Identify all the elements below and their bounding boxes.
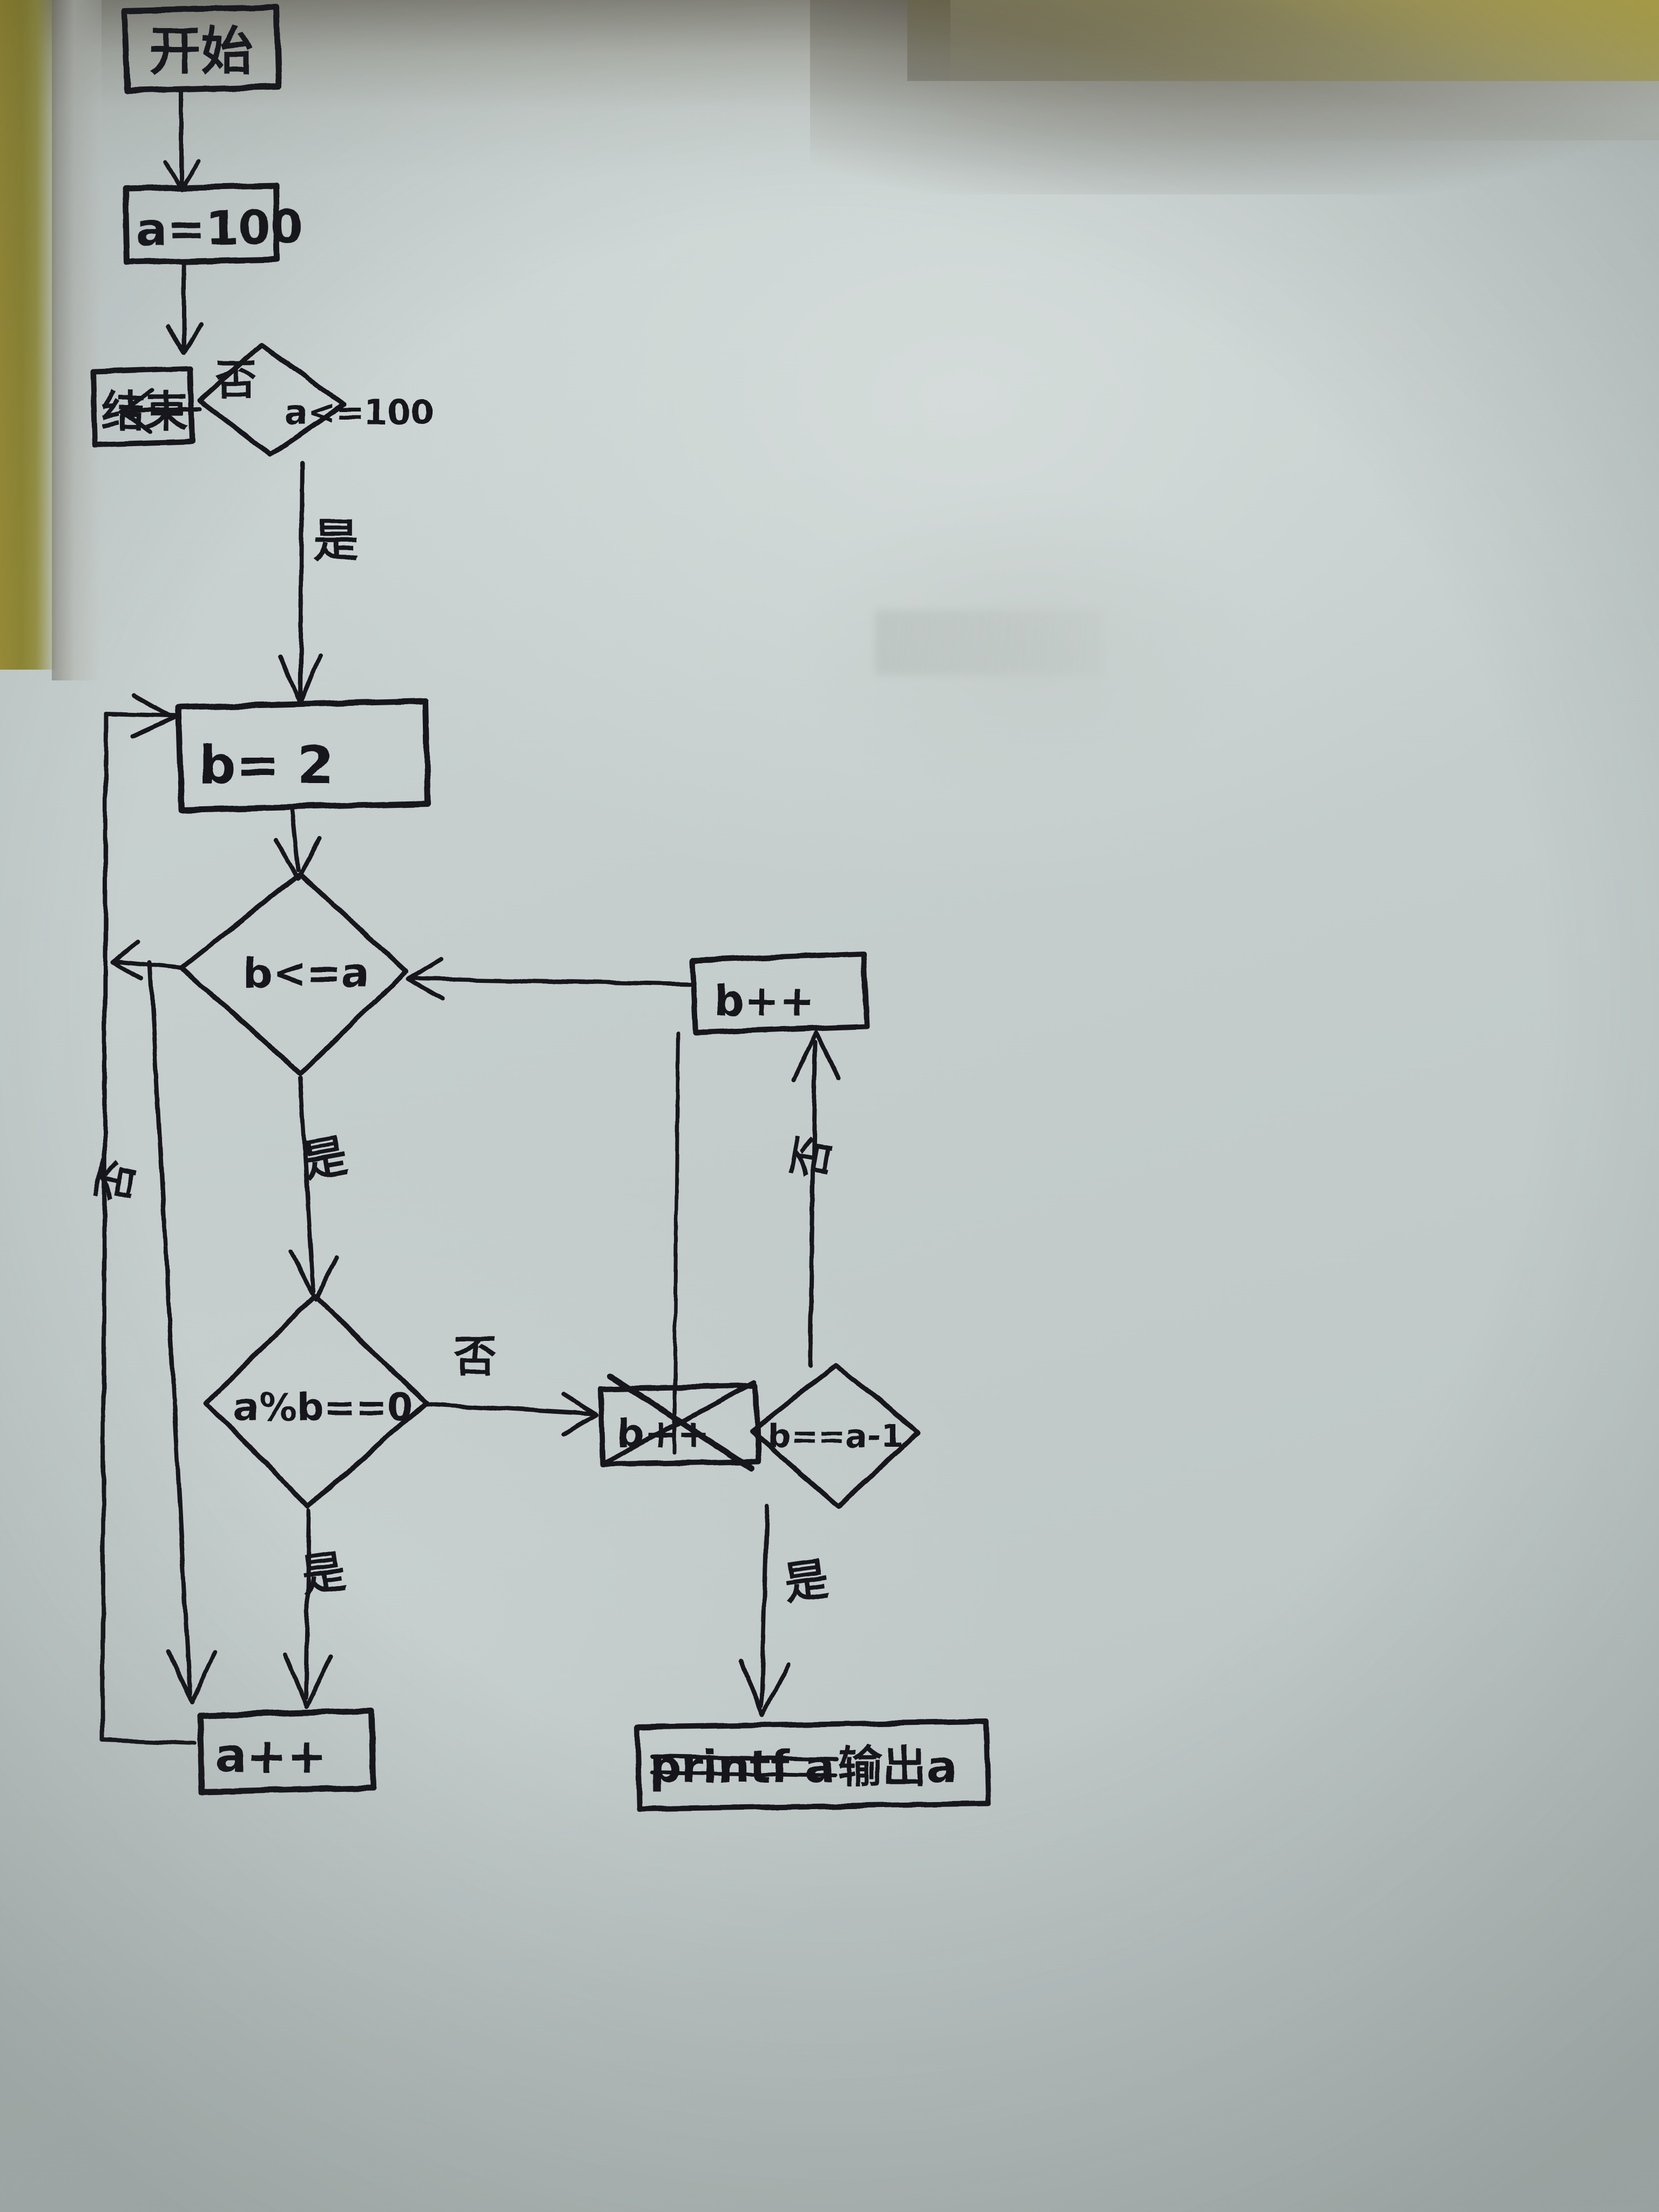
show-through-text [875,610,1102,675]
edge-ainit-to-acond [165,260,203,354]
edge-label-no-3: 否 [784,1132,839,1182]
node-bcond-label: b<=a [243,949,369,997]
strikethrough-bincx [601,1373,758,1471]
ink-text-layer: 开始 a=100 a<=100 结束 b= 2 b<=a b++ a%b==0 … [88,21,957,1793]
node-binit-shape [175,698,431,813]
edge-label-no-2: 否 [88,1155,144,1206]
node-modcond-label: a%b==0 [233,1385,414,1429]
edge-label-yes-3: 是 [298,1546,349,1602]
edge-label-no-1: 否 [215,356,257,404]
node-end-shape [90,366,195,448]
node-binc-top-shape [690,951,870,1035]
edge-binit-to-bcond [273,808,322,880]
page-left-edge [52,0,102,680]
edge-modcond-no-to-bincx [424,1392,598,1437]
node-ainc-label: a++ [215,1728,327,1784]
paper-sheen [783,486,1269,810]
node-bincx-label: b++ [617,1411,710,1456]
node-bacond-shape [749,1363,921,1509]
edge-bcond-yes-to-modcond [288,1076,339,1301]
node-binc-top-label: b++ [714,977,815,1026]
edge-modcond-yes-to-ainc [283,1509,333,1709]
node-print-label: 输出a [838,1742,956,1793]
node-bcond-shape [179,871,409,1076]
node-acond-label: a<=100 [285,393,434,432]
edge-bcond-no-to-ainc [110,940,217,1704]
edge-binctop-to-bcond [406,957,694,1001]
node-ainc-shape [197,1708,377,1795]
node-binit-label: b= 2 [199,735,333,795]
strikethrough-printf [649,1754,839,1778]
node-print-shape [635,1719,991,1812]
node-bincx-shape [598,1383,761,1467]
edge-label-yes-2: 是 [299,1130,351,1188]
node-print-struck-label: printf a [649,1742,835,1793]
edge-bacond-no-to-binctop [792,1030,840,1368]
left-background-strip [0,0,58,670]
edge-start-to-ainit [163,89,201,191]
node-end-label: 结束 [102,387,188,437]
node-start-label: 开始 [149,21,253,82]
node-start-shape [121,4,282,94]
edge-ainc-loop-to-binit [100,693,197,1745]
edge-label-yes-4: 是 [781,1553,832,1610]
node-ainit-label: a=100 [136,200,304,257]
node-acond-shape [197,342,346,457]
node-ainit-shape [122,183,280,266]
edge-acond-to-binit [279,461,322,705]
edge-label-no-4: 否 [454,1332,497,1382]
node-bacond-label: b==a-1 [768,1418,903,1455]
edge-bincx-up-to-binctop [672,1030,680,1455]
edge-label-yes-1: 是 [313,514,359,567]
edge-acond-to-end [119,389,202,434]
top-background-strip [907,0,1659,81]
edge-bacond-yes-to-print [739,1505,791,1717]
node-modcond-shape [204,1293,429,1509]
